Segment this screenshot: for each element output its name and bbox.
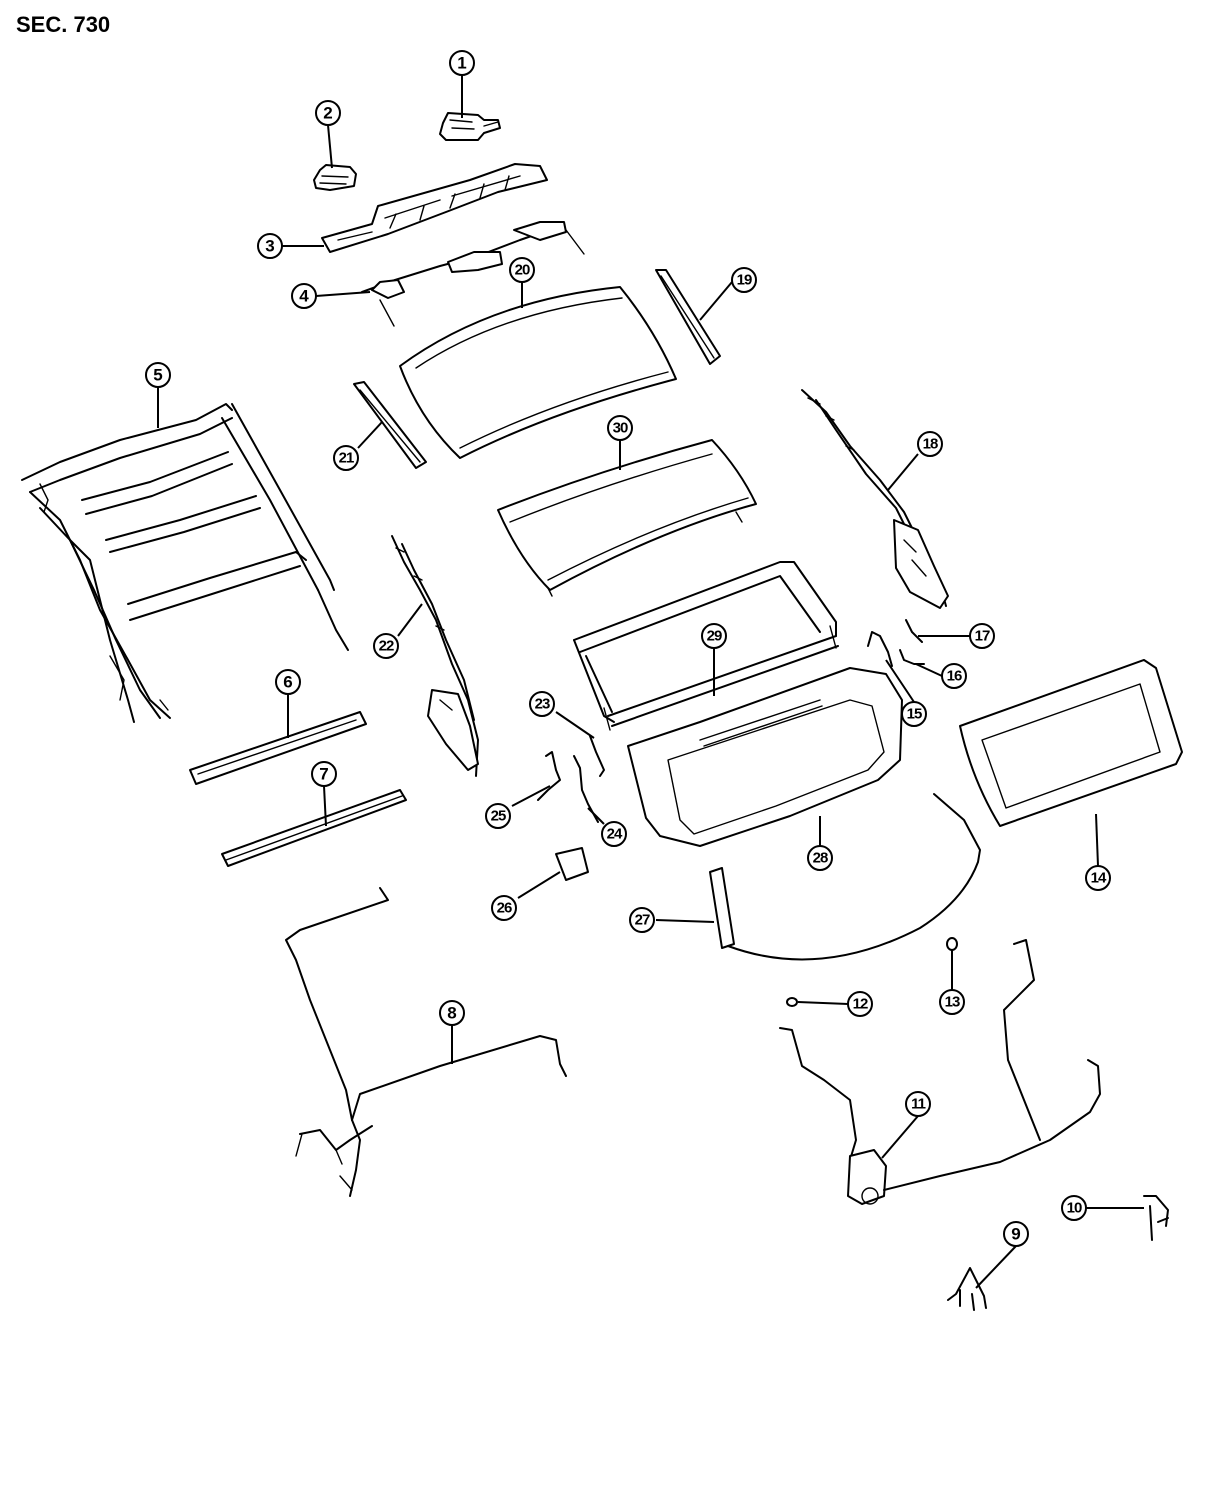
callout-8: 8	[439, 1000, 465, 1026]
callout-15-label: 15	[907, 706, 922, 723]
part-12-grommet	[786, 997, 798, 1007]
callout-13: 13	[939, 989, 965, 1015]
part-9-bracket	[947, 1267, 987, 1311]
callout-8-label: 8	[447, 1004, 456, 1023]
callout-11: 11	[905, 1091, 931, 1117]
callout-2-label: 2	[323, 104, 332, 123]
part-4-latch-rail	[361, 221, 585, 327]
section-title: SEC. 730	[16, 12, 111, 37]
callout-27: 27	[629, 907, 655, 933]
callout-24-label: 24	[607, 826, 623, 843]
part-26-cover	[555, 847, 589, 881]
callout-17: 17	[969, 623, 995, 649]
callout-24: 24	[601, 821, 627, 847]
callout-12: 12	[847, 991, 873, 1017]
part-23-bracket	[589, 735, 605, 777]
callout-17-label: 17	[975, 628, 990, 645]
callout-27-label: 27	[635, 912, 650, 929]
callout-25-label: 25	[491, 808, 506, 825]
callout-22-label: 22	[379, 638, 394, 655]
callout-14: 14	[1085, 865, 1111, 891]
part-28-rear-window-panel	[627, 667, 903, 847]
part-22-side-linkage	[391, 535, 479, 777]
callout-5: 5	[145, 362, 171, 388]
callout-2: 2	[315, 100, 341, 126]
part-24-bracket	[573, 755, 599, 823]
part-25-bracket	[537, 751, 561, 801]
callout-4-label: 4	[299, 287, 309, 306]
callout-20: 20	[509, 257, 535, 283]
part-20-roof-panel	[399, 286, 677, 459]
callout-9-label: 9	[1011, 1225, 1020, 1244]
part-21-side-rail	[353, 381, 427, 469]
callout-22: 22	[373, 633, 399, 659]
callout-3: 3	[257, 233, 283, 259]
callout-9: 9	[1003, 1221, 1029, 1247]
callout-15: 15	[901, 701, 927, 727]
callout-18-label: 18	[923, 436, 938, 453]
callout-30-label: 30	[613, 420, 628, 437]
part-14-rear-glass	[959, 659, 1183, 827]
callout-26-label: 26	[497, 900, 512, 917]
callout-16: 16	[941, 663, 967, 689]
callout-1-label: 1	[457, 54, 466, 73]
part-13-grommet	[946, 937, 958, 951]
part-11-motor-pump	[779, 939, 1101, 1205]
part-10-bracket	[1143, 1195, 1169, 1241]
callout-4: 4	[291, 283, 317, 309]
part-29-rear-bow	[573, 561, 839, 731]
callout-6-label: 6	[283, 673, 292, 692]
callout-28: 28	[807, 845, 833, 871]
callout-21-label: 21	[339, 450, 354, 467]
part-3-front-header-bow	[321, 163, 548, 253]
callout-14-label: 14	[1091, 870, 1107, 887]
callout-11-label: 11	[911, 1096, 926, 1113]
callout-30: 30	[607, 415, 633, 441]
part-2-latch	[313, 164, 357, 191]
callout-10: 10	[1061, 1195, 1087, 1221]
part-27-cable-assembly	[709, 793, 981, 961]
callout-12-label: 12	[853, 996, 868, 1013]
part-18-side-linkage	[801, 389, 949, 609]
part-30-rear-panel	[497, 439, 757, 597]
callout-29: 29	[701, 623, 727, 649]
callout-16-label: 16	[947, 668, 962, 685]
callout-20-label: 20	[515, 262, 530, 279]
part-16-clip	[899, 649, 925, 665]
callout-13-label: 13	[945, 994, 960, 1011]
callout-29-label: 29	[707, 628, 722, 645]
leader-lines	[157, 75, 1144, 1289]
callout-1: 1	[449, 50, 475, 76]
callout-10-label: 10	[1067, 1200, 1082, 1217]
callout-7: 7	[311, 761, 337, 787]
part-7-trim-strip	[221, 789, 407, 867]
callout-23: 23	[529, 691, 555, 717]
callout-26: 26	[491, 895, 517, 921]
part-5-top-frame	[21, 403, 349, 723]
callout-25: 25	[485, 803, 511, 829]
callout-19-label: 19	[737, 272, 752, 289]
part-19-side-rail	[655, 269, 721, 365]
part-1-latch	[439, 112, 501, 141]
callout-5-label: 5	[153, 366, 162, 385]
part-17-cable	[905, 619, 923, 643]
callout-19: 19	[731, 267, 757, 293]
callout-3-label: 3	[265, 237, 274, 256]
callout-6: 6	[275, 669, 301, 695]
callout-28-label: 28	[813, 850, 828, 867]
part-8-wiring-harness	[285, 887, 567, 1197]
callout-21: 21	[333, 445, 359, 471]
callout-23-label: 23	[535, 696, 550, 713]
part-15-cable	[867, 631, 893, 667]
callout-7-label: 7	[319, 765, 328, 784]
part-6-trim-strip	[189, 711, 367, 785]
callout-18: 18	[917, 431, 943, 457]
